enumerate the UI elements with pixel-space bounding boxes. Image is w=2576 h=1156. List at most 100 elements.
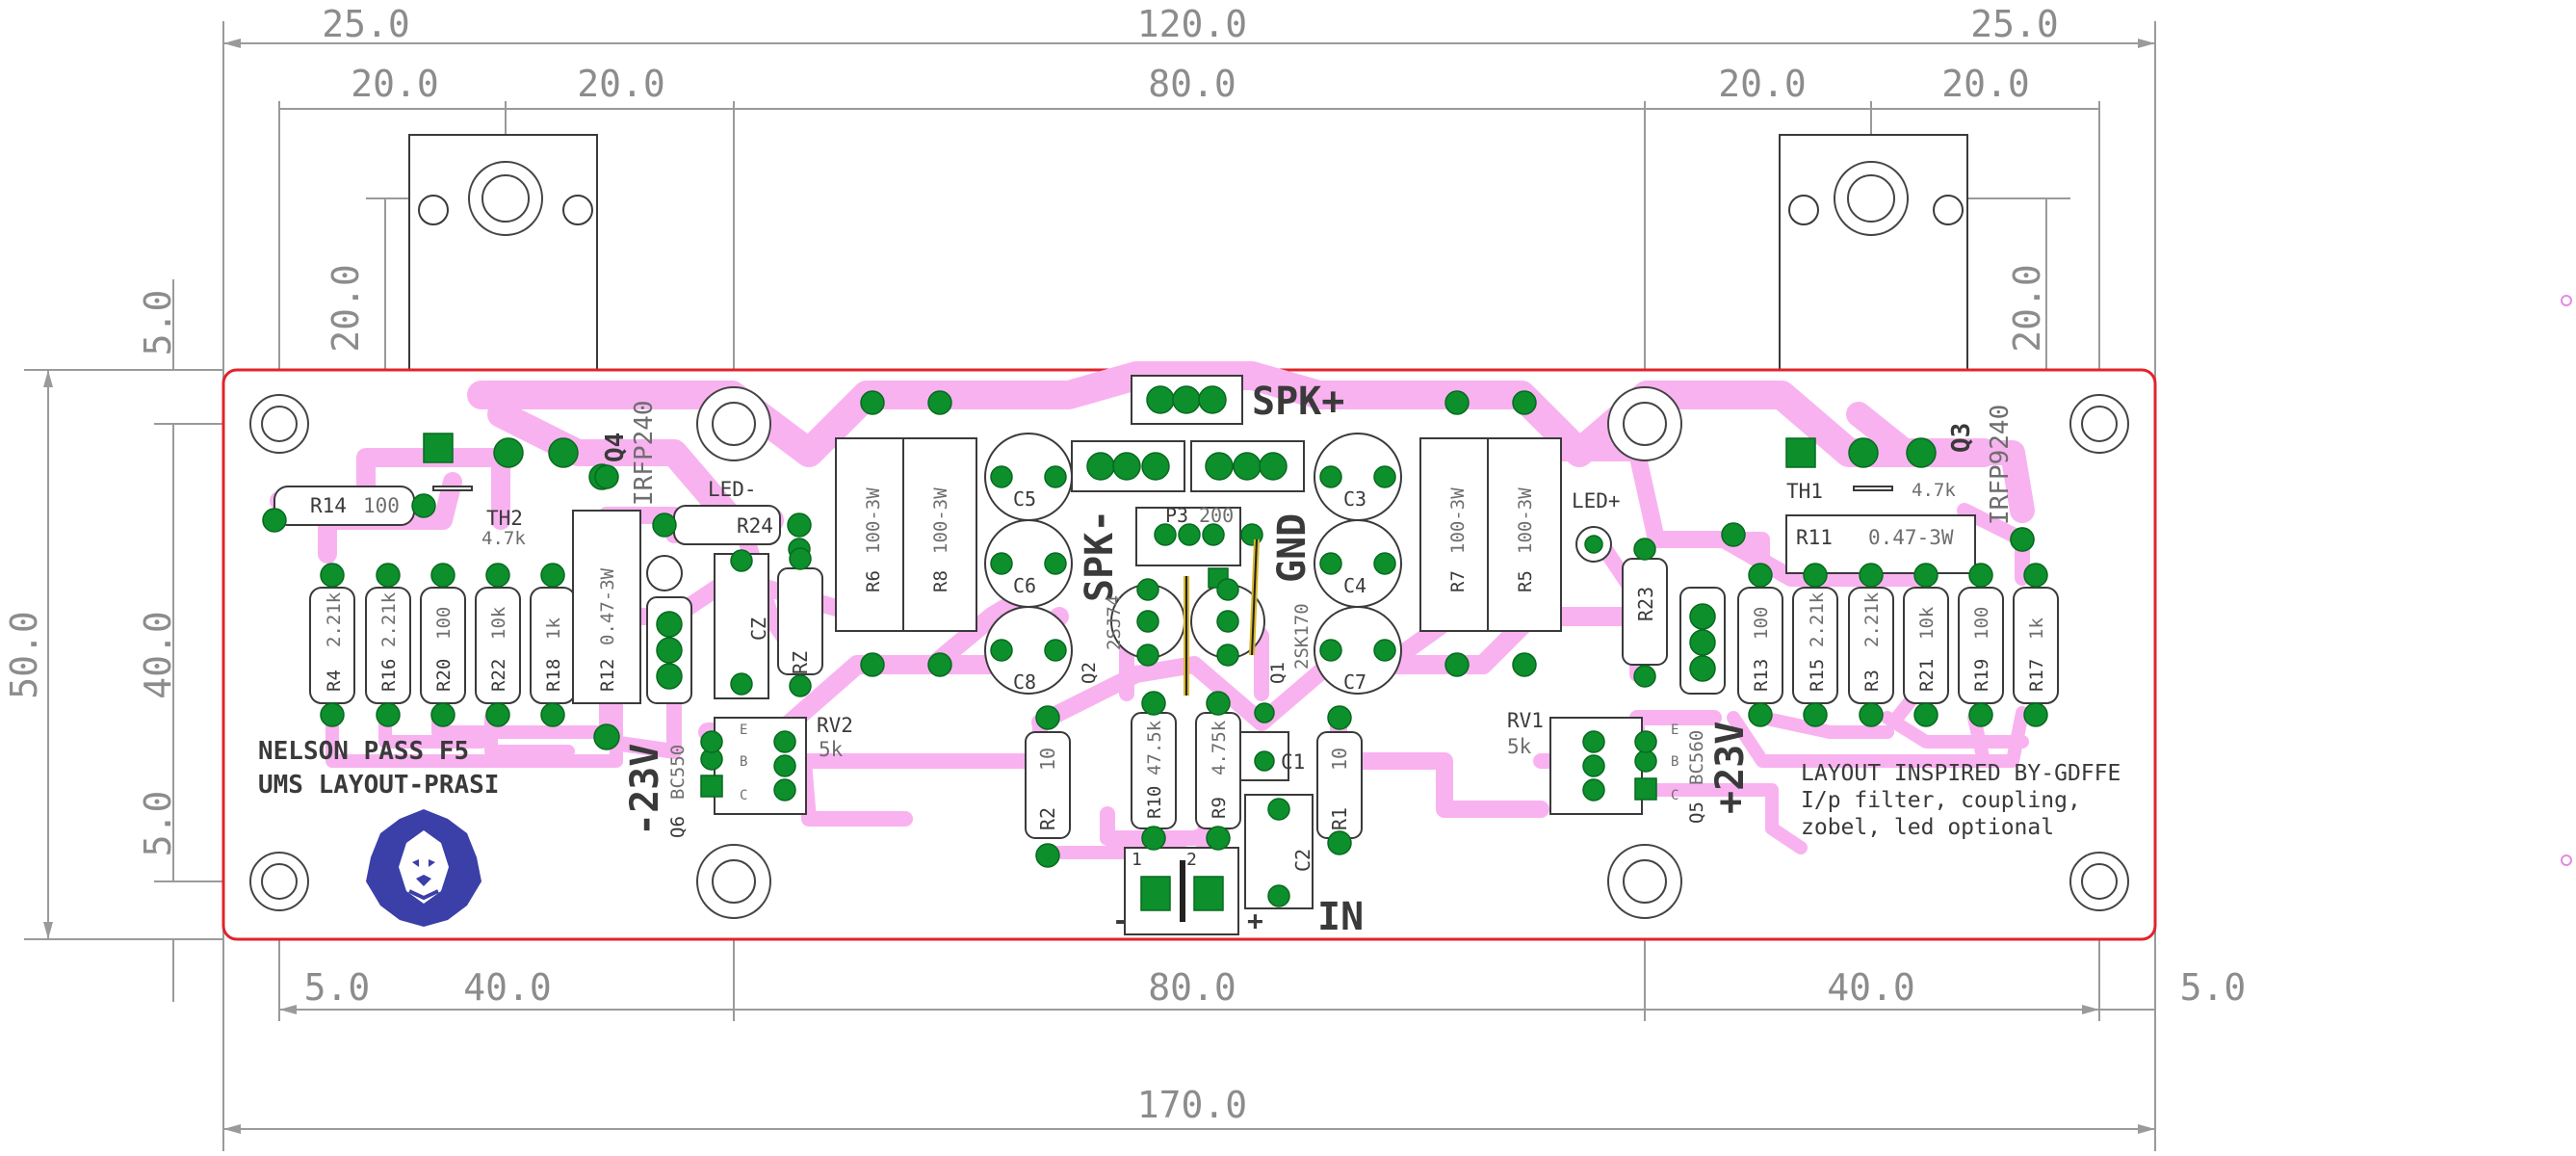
credit-line-2: I/p filter, coupling, [1801,788,2081,813]
dimension-labels: 25.0 120.0 25.0 20.0 20.0 80.0 20.0 20.0… [3,3,2246,1126]
dim-top-right: 25.0 [1970,3,2059,45]
in-plus: + [1247,905,1263,936]
dim-top-center: 120.0 [1137,3,1247,45]
pos-rail-label: +23V [1708,722,1753,814]
q1-ref: Q1 [1267,662,1288,684]
r14-value: 100 [363,494,400,517]
r18-ref: R18 [543,659,564,692]
c6-ref: C6 [1013,574,1036,597]
dim-second-3: 80.0 [1148,63,1236,105]
dim-second-1: 20.0 [351,63,439,105]
q5-pin-b: B [1671,754,1678,770]
power-transistor-bodies [408,134,1968,392]
r11-value: 0.47-3W [1868,526,1954,549]
r6-ref: R6 [863,570,884,592]
r10-value: 47.5k [1144,720,1165,775]
r1-ref: R1 [1328,807,1351,830]
c2-ref: C2 [1291,849,1314,872]
th1-value: 4.7k [1912,480,1956,501]
dim-bottom-4: 40.0 [1827,966,1915,1009]
dim-second-5: 20.0 [1941,63,2030,105]
r23-ref: R23 [1634,587,1657,621]
dim-right-20: 20.0 [2006,264,2048,353]
r10-ref: R10 [1144,786,1165,819]
dim-second-2: 20.0 [577,63,665,105]
r12-ref: R12 [597,659,618,692]
r15-value: 2.21k [1807,591,1828,647]
r24-ref: R24 [737,514,773,538]
q3-ref: Q3 [1947,423,1976,453]
r17-value: 1k [2026,617,2047,640]
r16-ref: R16 [378,659,400,692]
c3-ref: C3 [1343,487,1366,511]
mounting-holes [249,386,2129,919]
rv2-value: 5k [819,738,844,761]
dim-bottom-5: 5.0 [2180,966,2247,1009]
in-label: IN [1317,895,1364,939]
th2-value: 4.7k [481,528,526,549]
q5-pin-e: E [1671,722,1678,738]
q6-part: BC550 [667,745,689,800]
q6-pin-c: C [740,788,747,803]
r21-ref: R21 [1916,659,1938,692]
q2-part: 2SJ74 [1104,595,1125,650]
th2-ref: TH2 [486,507,523,530]
r20-ref: R20 [433,659,455,692]
rv1-ref: RV1 [1507,709,1544,732]
c7-ref: C7 [1343,670,1366,694]
q3-part: IRFP9240 [1986,405,2015,525]
q5-ref: Q5 [1686,801,1707,824]
c1-ref: C1 [1281,750,1305,774]
rz-left-ref: RZ [789,651,812,674]
r4-ref: R4 [324,670,345,692]
dim-overall: 170.0 [1137,1084,1247,1126]
q4-ref: Q4 [601,433,630,462]
silkscreen-labels: Q4 IRFP240 Q3 IRFP9240 TH2 4.7k TH1 4.7k… [258,380,2121,939]
in-pin2: 2 [1186,850,1197,870]
r19-value: 100 [1971,607,1992,640]
r16-value: 2.21k [378,591,400,647]
dim-bottom-1: 5.0 [304,966,371,1009]
lion-head-icon [366,809,481,927]
spk-minus-label: SPK- [1078,510,1122,602]
gnd-label: GND [1270,513,1314,583]
r6-value: 100-3W [863,487,884,554]
rv2-ref: RV2 [817,714,853,737]
dim-top-left: 25.0 [322,3,410,45]
dimension-lines [24,21,2156,1151]
p3-ref: P3 [1165,504,1188,527]
r14-ref: R14 [310,494,347,517]
dim-left-bottom-5: 5.0 [137,791,179,857]
p3-value: 200 [1199,504,1234,527]
r9-value: 4.75k [1209,720,1230,775]
r4-value: 2.21k [324,591,345,647]
neg-rail-label: -23V [623,744,667,836]
r22-value: 10k [488,606,509,640]
r13-value: 100 [1751,607,1772,640]
c5-ref: C5 [1013,487,1036,511]
dim-left-top-5: 5.0 [137,290,179,356]
led-minus-label: LED- [708,478,757,501]
r12-value: 0.47-3W [597,567,618,645]
c4-ref: C4 [1343,574,1366,597]
r18-value: 1k [543,617,564,640]
board-title-line-1: NELSON PASS F5 [258,737,469,766]
q6-pin-b: B [740,754,747,770]
r22-ref: R22 [488,659,509,692]
r8-ref: R8 [930,570,951,592]
r19-ref: R19 [1971,659,1992,692]
r3-ref: R3 [1861,670,1883,692]
dim-second-4: 20.0 [1718,63,1807,105]
c8-ref: C8 [1013,670,1036,694]
board-title-line-2: UMS LAYOUT-PRASI [258,771,499,800]
r7-value: 100-3W [1447,487,1469,554]
r11-ref: R11 [1796,526,1833,549]
r7-ref: R7 [1447,570,1469,592]
th1-ref: TH1 [1786,480,1823,503]
q2-ref: Q2 [1079,662,1100,684]
credit-line-3: zobel, led optional [1801,815,2054,840]
r2-ref: R2 [1036,807,1059,830]
spk-plus-label: SPK+ [1252,380,1344,424]
q6-ref: Q6 [667,816,689,838]
